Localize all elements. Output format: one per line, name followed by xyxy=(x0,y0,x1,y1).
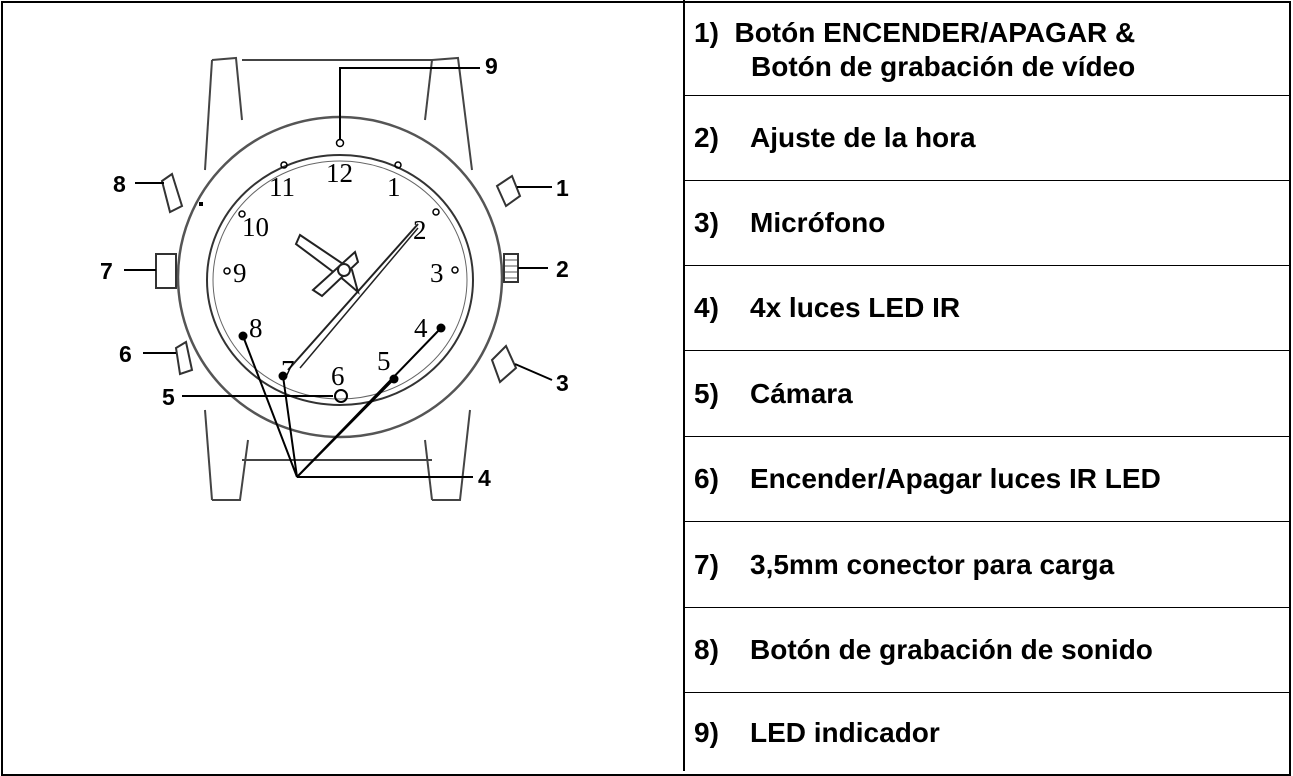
dial-number-7: 7 xyxy=(281,355,295,385)
callout-8: 8 xyxy=(113,171,126,197)
button-1 xyxy=(495,174,522,208)
legend-item-text: Botón de grabación de sonido xyxy=(750,634,1153,665)
callout-7: 7 xyxy=(100,258,113,284)
legend-item-text: 4x luces LED IR xyxy=(750,292,961,323)
legend-item-number: 9) xyxy=(694,717,719,748)
dial-number-8: 8 xyxy=(249,313,263,343)
dial-number-4: 4 xyxy=(414,313,428,343)
legend-item-text: Encender/Apagar luces IR LED xyxy=(750,463,1161,494)
leader-9 xyxy=(339,67,480,140)
dial-number-6: 6 xyxy=(331,361,345,391)
dial-markers xyxy=(223,138,459,403)
button-6 xyxy=(174,340,194,376)
dial-number-5: 5 xyxy=(377,346,391,376)
button-8 xyxy=(160,172,184,214)
button-3 xyxy=(490,344,518,384)
dial-number-12: 12 xyxy=(326,158,353,188)
legend-item-text: Cámara xyxy=(750,377,853,409)
button-2-knurl xyxy=(505,259,517,279)
button-7 xyxy=(155,253,177,289)
callout-3: 3 xyxy=(556,370,569,396)
legend-item-1-line1: 1) Botón ENCENDER/APAGAR & xyxy=(694,17,1291,49)
callout-1: 1 xyxy=(556,175,569,201)
dial-number-3: 3 xyxy=(430,258,444,288)
callout-6: 6 xyxy=(119,341,132,367)
legend-item-1-text: Botón ENCENDER/APAGAR & xyxy=(734,17,1136,48)
dial-number-1: 1 xyxy=(387,172,401,202)
dial-number-2: 2 xyxy=(413,215,427,245)
legend-item-7: 7) 3,5mm conector para carga xyxy=(685,522,1291,608)
watch-dial xyxy=(206,154,474,406)
camera-lens xyxy=(334,389,348,403)
column-divider xyxy=(683,0,685,771)
legend-item-4: 4) 4x luces LED IR xyxy=(685,266,1291,351)
legend-item-5: 5) Cámara xyxy=(685,351,1291,437)
legend-item-number: 7) xyxy=(694,548,719,580)
legend-item-number: 8) xyxy=(694,634,719,665)
dial-number-10: 10 xyxy=(242,212,269,242)
leader-lines xyxy=(124,67,553,478)
legend-item-number: 5) xyxy=(694,377,719,409)
legend-item-9: 9) LED indicador xyxy=(685,693,1291,773)
dial-numbers: 12 1 2 3 4 5 6 7 8 9 10 11 xyxy=(233,158,444,391)
watch-hands xyxy=(287,223,419,371)
callout-5: 5 xyxy=(162,384,175,410)
legend-item-8: 8) Botón de grabación de sonido xyxy=(685,608,1291,693)
dial-number-9: 9 xyxy=(233,258,247,288)
legend-item-6: 6) Encender/Apagar luces IR LED xyxy=(685,437,1291,522)
legend-item-text: 3,5mm conector para carga xyxy=(750,548,1115,580)
led-indicator xyxy=(335,138,345,148)
watch-diagram: 12 1 2 3 4 5 6 7 8 9 10 11 1 xyxy=(100,53,569,501)
dial-number-11: 11 xyxy=(269,172,295,202)
legend-item-1-line2: Botón de grabación de vídeo xyxy=(751,51,1136,82)
legend-item-number: 4) xyxy=(694,292,719,323)
leader-3 xyxy=(514,363,553,381)
watch-dial-inner xyxy=(212,160,468,400)
callout-9: 9 xyxy=(485,53,498,79)
side-buttons xyxy=(155,172,522,384)
legend-item-text: Micrófono xyxy=(750,207,886,238)
legend-item-3: 3) Micrófono xyxy=(685,181,1291,266)
legend-item-text: LED indicador xyxy=(750,717,940,748)
second-hand xyxy=(287,223,419,371)
legend-item-text: Ajuste de la hora xyxy=(750,122,976,153)
legend-item-number: 2) xyxy=(694,122,719,153)
callout-labels: 1 2 3 4 5 6 7 8 9 xyxy=(100,53,569,491)
legend-item-2: 2) Ajuste de la hora xyxy=(685,96,1291,181)
legend-item-number: 6) xyxy=(694,463,719,494)
callout-4: 4 xyxy=(478,465,491,491)
watch-case-outline xyxy=(204,56,473,501)
callout-2: 2 xyxy=(556,256,569,282)
legend-item-number: 3) xyxy=(694,207,719,238)
legend-item-1: 1) Botón ENCENDER/APAGAR & Botón de grab… xyxy=(685,1,1291,96)
legend-item-1-number: 1) xyxy=(694,17,719,48)
leader-4 xyxy=(242,327,473,478)
